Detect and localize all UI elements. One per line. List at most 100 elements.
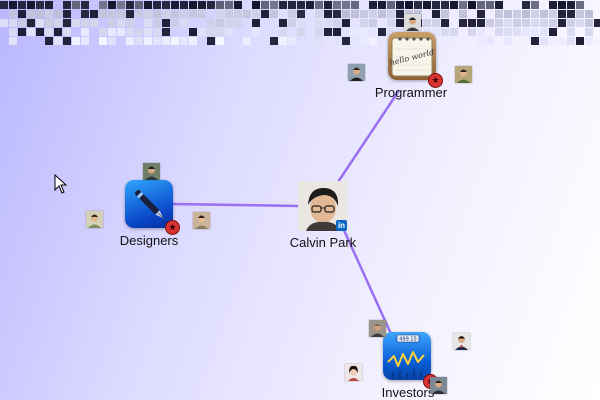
mosaic-tile (117, 10, 125, 18)
mosaic-tile (126, 19, 134, 27)
group-label-investors[interactable]: Investors (381, 385, 435, 400)
notepad-hello-world-icon[interactable]: hello world (388, 32, 436, 80)
mosaic-tile (297, 1, 305, 9)
mosaic-tile (468, 1, 476, 9)
mosaic-tile (288, 37, 296, 45)
member-avatar[interactable] (193, 212, 210, 229)
mosaic-tile (288, 19, 296, 27)
mosaic-tile (549, 1, 557, 9)
mosaic-tile (279, 19, 287, 27)
mosaic-tile (423, 19, 431, 27)
mosaic-tile (567, 1, 575, 9)
mosaic-tile (504, 10, 512, 18)
mosaic-tile (477, 19, 485, 27)
mosaic-tile (396, 1, 404, 9)
mosaic-tile (135, 1, 143, 9)
mosaic-tile (225, 10, 233, 18)
member-avatar[interactable] (143, 163, 160, 180)
mosaic-tile (522, 28, 530, 36)
edge-center-investors (341, 226, 394, 338)
mosaic-tile (171, 19, 179, 27)
member-avatar[interactable] (455, 66, 472, 83)
top-mosaic-banner (0, 1, 600, 45)
mosaic-tile (153, 10, 161, 18)
mosaic-tile (531, 10, 539, 18)
mosaic-tile (522, 19, 530, 27)
mosaic-tile (504, 37, 512, 45)
mosaic-tile (72, 19, 80, 27)
mosaic-tile (27, 10, 35, 18)
stock-chart-app-icon[interactable]: 499.15 (383, 332, 431, 380)
mosaic-tile (108, 1, 116, 9)
mosaic-tile (117, 1, 125, 9)
group-node-designers[interactable]: ★ (125, 180, 180, 235)
mosaic-tile (18, 10, 26, 18)
member-avatar[interactable] (345, 364, 362, 381)
person-icon (345, 364, 362, 381)
mosaic-tile (90, 19, 98, 27)
center-person-name[interactable]: Calvin Park (289, 235, 357, 250)
group-node-investors[interactable]: 499.15 ★ (383, 332, 438, 389)
member-avatar[interactable] (369, 320, 386, 337)
pen-app-icon[interactable] (125, 180, 173, 228)
member-avatar[interactable] (404, 14, 421, 31)
mosaic-tile (45, 28, 53, 36)
mosaic-tile (288, 10, 296, 18)
mosaic-tile (153, 28, 161, 36)
mosaic-tile (459, 1, 467, 9)
mosaic-tile (549, 19, 557, 27)
mosaic-tile (144, 1, 152, 9)
mosaic-tile (558, 1, 566, 9)
mosaic-tile (360, 10, 368, 18)
person-icon (369, 320, 386, 337)
mosaic-tile (198, 1, 206, 9)
group-label-designers[interactable]: Designers (119, 233, 179, 248)
member-avatar[interactable] (453, 333, 470, 350)
mosaic-tile (369, 19, 377, 27)
mosaic-tile (117, 19, 125, 27)
mosaic-tile (369, 10, 377, 18)
mosaic-tile (549, 37, 557, 45)
mosaic-tile (351, 28, 359, 36)
linkedin-icon[interactable]: in (336, 220, 347, 231)
mosaic-tile (324, 10, 332, 18)
member-avatar[interactable] (86, 211, 103, 228)
mosaic-tile (549, 28, 557, 36)
mosaic-tile (432, 19, 440, 27)
person-icon (404, 14, 421, 31)
member-avatar[interactable] (348, 64, 365, 81)
person-icon (430, 377, 447, 394)
center-person-photo[interactable]: in (298, 181, 348, 231)
mosaic-tile (108, 19, 116, 27)
mouse-cursor-icon (54, 174, 68, 194)
mosaic-tile (270, 1, 278, 9)
person-icon (143, 163, 160, 180)
mosaic-tile (333, 1, 341, 9)
mosaic-tile (153, 19, 161, 27)
mosaic-tile (477, 10, 485, 18)
mosaic-tile (342, 37, 350, 45)
mosaic-tile (126, 10, 134, 18)
mosaic-tile (558, 10, 566, 18)
mosaic-tile (81, 10, 89, 18)
mosaic-tile (225, 19, 233, 27)
person-icon (193, 212, 210, 229)
notepad-graphic: hello world (389, 37, 435, 77)
member-avatar[interactable] (430, 377, 447, 394)
mosaic-tile (189, 10, 197, 18)
mosaic-tile (135, 28, 143, 36)
mosaic-tile (477, 1, 485, 9)
mosaic-tile (324, 19, 332, 27)
mosaic-tile (162, 10, 170, 18)
mosaic-tile (144, 37, 152, 45)
mosaic-tile (54, 10, 62, 18)
mosaic-tile (270, 37, 278, 45)
group-label-programmer[interactable]: Programmer (374, 85, 448, 100)
group-node-programmer[interactable]: hello world ★ (388, 28, 443, 108)
edge-center-designers (170, 202, 302, 208)
mosaic-tile (36, 1, 44, 9)
mosaic-tile (522, 37, 530, 45)
mosaic-tile (0, 1, 8, 9)
